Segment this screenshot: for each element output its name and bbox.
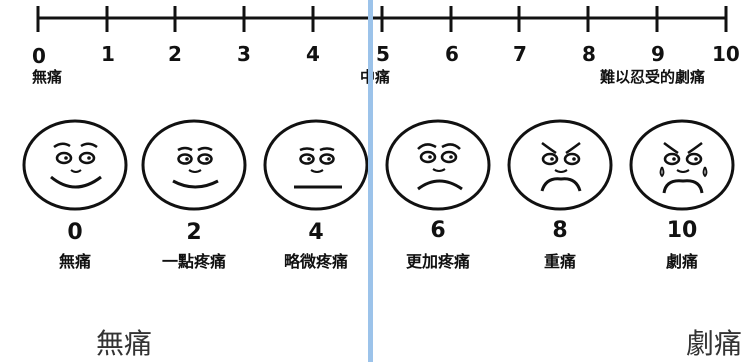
face-value-10: 10 — [666, 218, 698, 243]
face-label-2: 一點疼痛 — [161, 252, 226, 271]
scale-label-unbearable-pain: 難以忍受的劇痛 — [600, 68, 706, 86]
vertical-divider — [368, 0, 373, 362]
face-value-6: 6 — [430, 218, 446, 243]
tick-label-8: 8 — [582, 42, 596, 66]
tick-label-3: 3 — [237, 42, 251, 66]
tick-label-5: 5 — [376, 42, 390, 66]
tick-label-6: 6 — [445, 42, 459, 66]
neutral-face-icon — [262, 117, 370, 213]
very-happy-face-icon — [21, 117, 129, 213]
tick-label-10: 10 — [712, 42, 740, 66]
face-value-4: 4 — [308, 220, 324, 245]
face-label-8: 重痛 — [543, 252, 576, 271]
very-sad-face-icon — [506, 117, 614, 213]
face-label-10: 劇痛 — [665, 252, 698, 271]
face-value-2: 2 — [186, 220, 202, 245]
sad-face-icon — [384, 117, 492, 213]
bottom-label-severe-pain: 劇痛 — [686, 327, 743, 360]
face-value-0: 0 — [67, 220, 83, 245]
tick-label-7: 7 — [513, 42, 527, 66]
tick-label-2: 2 — [168, 42, 182, 66]
tick-label-4: 4 — [306, 42, 320, 66]
bottom-label-no-pain: 無痛 — [96, 327, 153, 360]
pain-scale-line — [36, 6, 728, 32]
face-label-4: 略微疼痛 — [283, 252, 348, 271]
tick-label-9: 9 — [651, 42, 665, 66]
crying-face-icon — [628, 117, 736, 213]
tick-label-1: 1 — [101, 42, 115, 66]
scale-label-no-pain: 無痛 — [32, 68, 63, 86]
face-label-0: 無痛 — [58, 252, 91, 271]
scale-label-moderate-pain: 中痛 — [360, 68, 391, 86]
happy-face-icon — [140, 117, 248, 213]
face-value-8: 8 — [552, 218, 568, 243]
tick-label-0: 0 — [32, 44, 46, 68]
face-label-6: 更加疼痛 — [405, 252, 470, 271]
